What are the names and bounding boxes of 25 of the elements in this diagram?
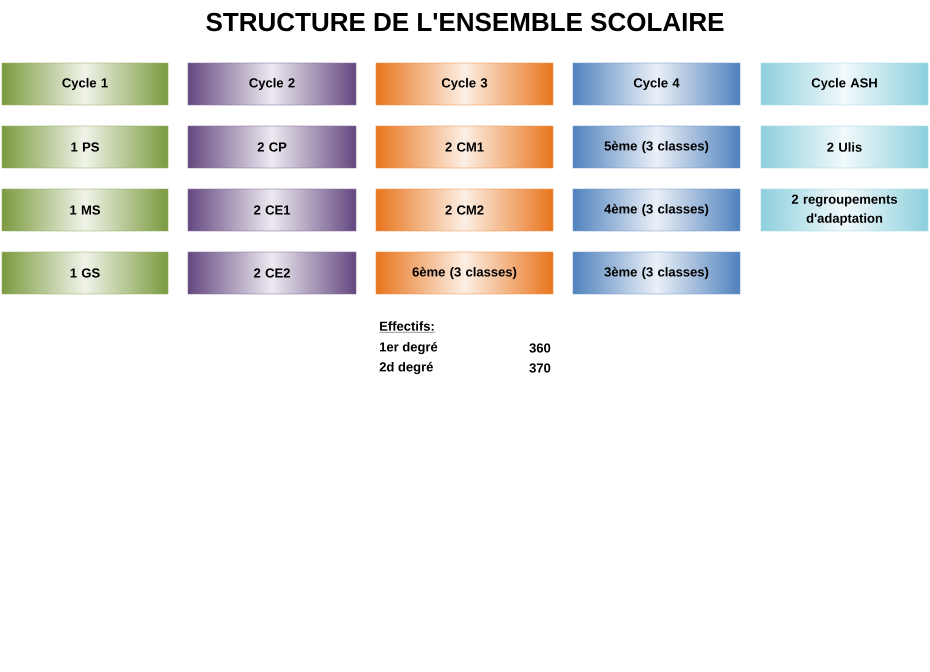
class-box: 4ème (3 classes) <box>572 188 740 232</box>
class-box: Cycle 1 <box>2 62 168 106</box>
class-box: 2 CE1 <box>188 188 356 232</box>
class-box: Cycle ASH <box>760 62 928 106</box>
label: 1er degré <box>380 342 438 354</box>
class-box: Cycle 4 <box>572 62 740 106</box>
class-box: 3ème (3 classes) <box>572 252 740 294</box>
class-box: 2 regroupements d'adaptation <box>760 188 928 232</box>
class-box: Cycle 2 <box>188 62 356 106</box>
label: 2d degré <box>380 362 433 374</box>
label: Effectifs: <box>379 321 436 332</box>
class-box: 2 CP <box>188 126 356 168</box>
label: 370 <box>529 363 550 373</box>
class-box: 1 MS <box>2 188 168 232</box>
class-box: 1 GS <box>2 252 168 294</box>
class-box: 2 CM2 <box>376 188 554 232</box>
class-box: Cycle 3 <box>376 62 554 106</box>
class-box: 1 PS <box>2 126 168 168</box>
class-box: 6ème (3 classes) <box>376 252 554 294</box>
class-box: 2 CM1 <box>376 126 554 168</box>
class-box: 5ème (3 classes) <box>572 126 740 168</box>
label: 360 <box>529 343 550 353</box>
class-box: 2 Ulis <box>760 126 928 168</box>
title: STRUCTURE DE L'ENSEMBLE SCOLAIRE <box>206 12 724 32</box>
class-box: 2 CE2 <box>188 252 356 294</box>
